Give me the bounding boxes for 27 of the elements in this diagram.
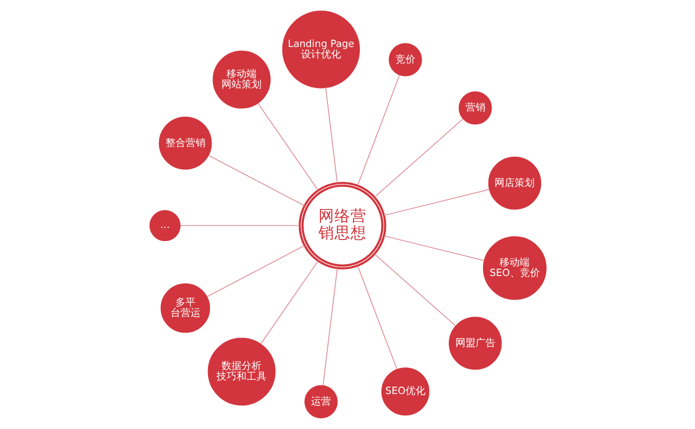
- connector: [206, 245, 304, 298]
- node-circle: 竞价: [388, 43, 422, 76]
- node-circle: ...: [148, 210, 180, 242]
- node-circle: 运营: [304, 385, 338, 418]
- connector: [374, 118, 463, 198]
- node-circle: 移动端SEO、竞价: [482, 236, 546, 300]
- node-circle: 整合营销: [158, 116, 212, 170]
- connector: [322, 268, 338, 386]
- node-circle: 网盟广告: [448, 316, 502, 370]
- connector: [356, 265, 397, 370]
- node-circle: 网店策划: [488, 156, 541, 210]
- node-circle: Landing Page设计优化: [282, 10, 360, 88]
- node-circle: 多平台营运: [160, 283, 210, 333]
- connector: [383, 235, 484, 261]
- connector: [257, 102, 318, 191]
- node-circle: 数据分析技巧和工具: [207, 338, 276, 406]
- node-circle: 营销: [458, 91, 492, 125]
- node-circle: 网络营销思想: [298, 182, 386, 270]
- connector: [260, 260, 318, 344]
- connector: [208, 154, 304, 206]
- connector: [324, 87, 338, 184]
- connector: [374, 254, 456, 326]
- connector: [180, 225, 300, 226]
- node-circle: SEO优化: [380, 368, 429, 416]
- connector: [356, 74, 400, 186]
- node-circle: 移动端网站策划: [212, 50, 270, 109]
- connector: [383, 189, 490, 216]
